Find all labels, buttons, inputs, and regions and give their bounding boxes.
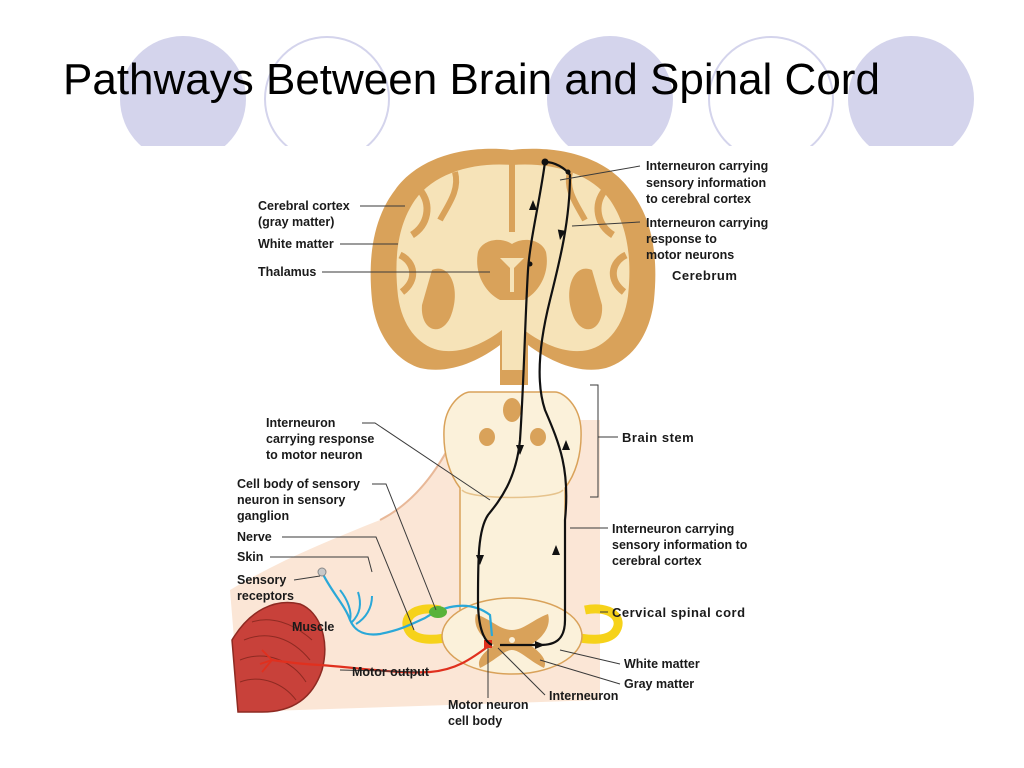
label-interneuron-sensory-top-3: to cerebral cortex <box>646 192 751 206</box>
decorative-circle-1 <box>120 36 246 162</box>
label-interneuron-response-top-1: Interneuron carrying <box>646 216 768 230</box>
label-cerebrum: Cerebrum <box>672 268 737 283</box>
neural-tracts <box>476 158 572 649</box>
label-interneuron-sensory-right-2: sensory information to <box>612 538 748 552</box>
label-interneuron-response-top-3: motor neurons <box>646 248 734 262</box>
label-motor-neuron-cell-body-1: Motor neuron <box>448 698 529 712</box>
label-interneuron-response-top-2: response to <box>646 232 717 246</box>
label-cerebral-cortex-2: (gray matter) <box>258 215 334 229</box>
label-gray-matter: Gray matter <box>624 677 694 691</box>
decorative-ring-1 <box>264 36 390 162</box>
label-sensory-receptors-2: receptors <box>237 589 294 603</box>
cerebrum-illustration <box>370 148 656 385</box>
label-nerve: Nerve <box>237 530 272 544</box>
label-cerebral-cortex-1: Cerebral cortex <box>258 199 350 213</box>
leader-lines <box>270 165 641 698</box>
label-interneuron-response-left-3: to motor neuron <box>266 448 363 462</box>
label-skin: Skin <box>237 550 263 564</box>
label-interneuron-response-left-2: carrying response <box>266 432 374 446</box>
label-motor-neuron-cell-body-2: cell body <box>448 714 502 728</box>
decorative-ring-2 <box>708 36 834 162</box>
label-white-matter-cord: White matter <box>624 657 700 671</box>
label-interneuron: Interneuron <box>549 689 618 703</box>
label-white-matter-brain: White matter <box>258 237 334 251</box>
label-cell-body-sensory-3: ganglion <box>237 509 289 523</box>
label-interneuron-sensory-top-1: Interneuron carrying <box>646 159 768 173</box>
label-interneuron-response-left-1: Interneuron <box>266 416 335 430</box>
label-cell-body-sensory-2: neuron in sensory <box>237 493 345 507</box>
label-thalamus: Thalamus <box>258 265 316 279</box>
label-interneuron-sensory-right-3: cerebral cortex <box>612 554 702 568</box>
muscle-illustration <box>231 601 326 713</box>
label-cervical-spinal-cord: Cervical spinal cord <box>612 605 746 620</box>
diagram-labels: Cerebral cortex (gray matter) White matt… <box>237 159 768 728</box>
sensory-neuron <box>317 567 494 637</box>
label-cell-body-sensory-1: Cell body of sensory <box>237 477 360 491</box>
label-interneuron-sensory-right-1: Interneuron carrying <box>612 522 734 536</box>
decorative-circle-2 <box>547 36 673 162</box>
label-sensory-receptors-1: Sensory <box>237 573 286 587</box>
label-muscle: Muscle <box>292 620 334 634</box>
label-motor-output: Motor output <box>352 665 430 679</box>
decorative-circle-3 <box>848 36 974 162</box>
brain-stem-bracket <box>590 384 599 498</box>
label-brain-stem: Brain stem <box>622 430 694 445</box>
label-interneuron-sensory-top-2: sensory information <box>646 176 766 190</box>
slide-title: Pathways Between Brain and Spinal Cord <box>63 55 880 104</box>
